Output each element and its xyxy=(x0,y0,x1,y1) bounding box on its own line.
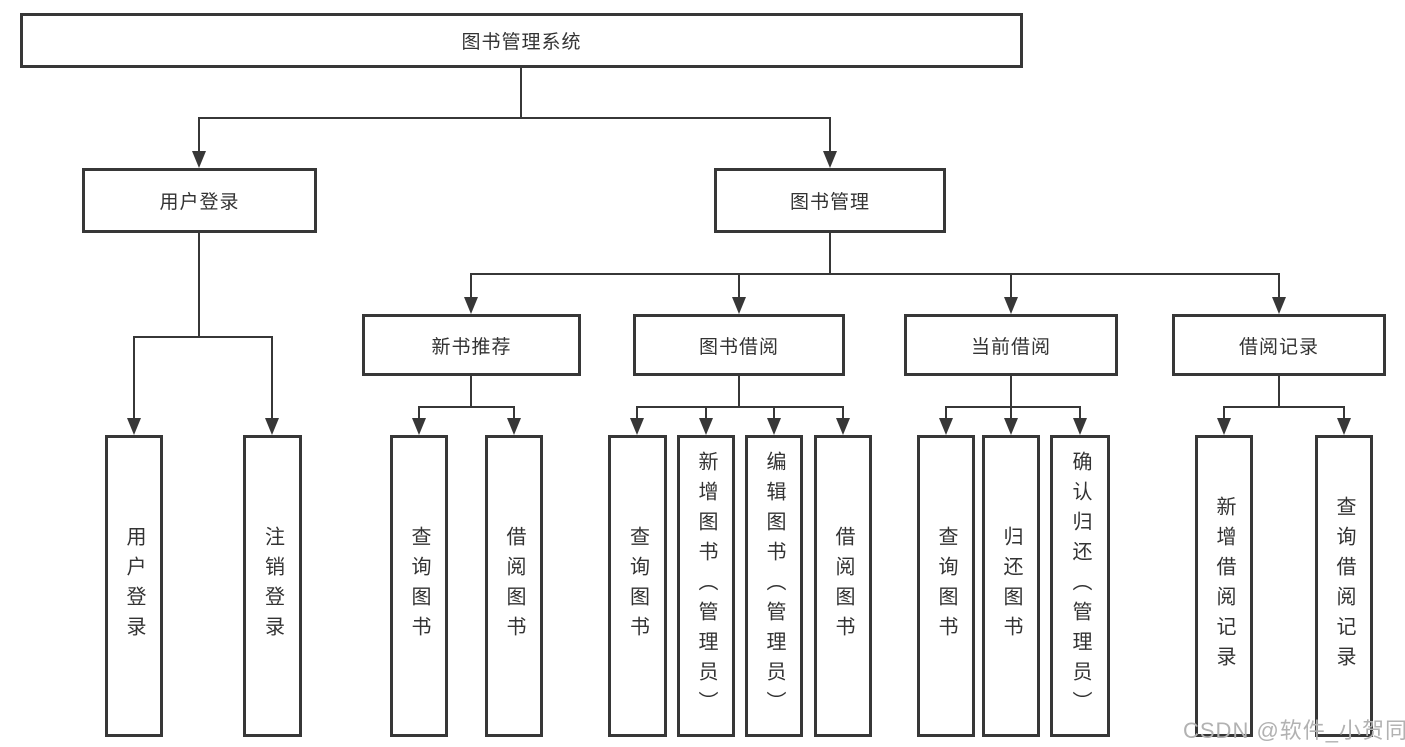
leaf-edit-books-admin: 编辑图书（管理员） xyxy=(745,435,803,737)
node-label: 图书借阅 xyxy=(698,336,779,358)
node-borrowing-records: 借阅记录 xyxy=(1172,314,1386,376)
connector-line xyxy=(513,406,515,422)
arrowhead-down-icon xyxy=(1004,297,1018,314)
node-label: 用户登录 xyxy=(123,526,145,646)
connector-line xyxy=(133,336,273,338)
connector-line xyxy=(1079,406,1081,422)
connector-line xyxy=(470,273,472,301)
node-new-book-recommendation: 新书推荐 xyxy=(362,314,581,376)
node-label: 归还图书 xyxy=(1000,526,1022,646)
leaf-logout: 注销登录 xyxy=(243,435,302,737)
connector-line xyxy=(198,233,200,337)
node-label: 借阅图书 xyxy=(832,526,854,646)
node-label: 借阅图书 xyxy=(503,526,525,646)
csdn-watermark: CSDN @软件_小贺同学 xyxy=(1183,718,1405,743)
connector-line xyxy=(842,406,844,422)
node-label: 查询图书 xyxy=(935,526,957,646)
connector-line xyxy=(636,406,844,408)
node-label: 用户登录 xyxy=(159,192,240,213)
node-library-management-system: 图书管理系统 xyxy=(20,13,1023,68)
node-label: 编辑图书（管理员） xyxy=(763,451,785,721)
connector-line xyxy=(418,406,420,422)
connector-line xyxy=(470,376,472,407)
connector-line xyxy=(1343,406,1345,422)
node-label: 查询借阅记录 xyxy=(1333,496,1355,676)
connector-line xyxy=(1010,406,1012,422)
connector-line xyxy=(738,273,740,301)
node-label: 新增借阅记录 xyxy=(1213,496,1235,676)
node-book-management: 图书管理 xyxy=(714,168,946,233)
connector-line xyxy=(636,406,638,422)
node-label: 图书管理 xyxy=(789,192,870,213)
node-label: 图书管理系统 xyxy=(461,32,582,53)
leaf-borrow-books: 借阅图书 xyxy=(814,435,872,737)
node-label: 新增图书（管理员） xyxy=(695,451,717,721)
arrowhead-down-icon xyxy=(1073,418,1087,435)
connector-line xyxy=(945,406,947,422)
connector-line xyxy=(133,336,135,421)
arrowhead-down-icon xyxy=(732,297,746,314)
arrowhead-down-icon xyxy=(1217,418,1231,435)
node-book-borrowing: 图书借阅 xyxy=(633,314,845,376)
leaf-confirm-return-admin: 确认归还（管理员） xyxy=(1050,435,1110,737)
arrowhead-down-icon xyxy=(412,418,426,435)
arrowhead-down-icon xyxy=(265,418,279,435)
node-label: 查询图书 xyxy=(626,526,649,646)
connector-line xyxy=(705,406,707,422)
connector-line xyxy=(829,117,831,154)
connector-line xyxy=(945,406,1081,408)
leaf-add-borrow-record: 新增借阅记录 xyxy=(1195,435,1253,737)
connector-line xyxy=(520,68,522,118)
leaf-return-books: 归还图书 xyxy=(982,435,1040,737)
node-label: 当前借阅 xyxy=(970,336,1051,358)
connector-line xyxy=(829,233,831,274)
node-user-login: 用户登录 xyxy=(82,168,317,233)
arrowhead-down-icon xyxy=(767,418,781,435)
arrowhead-down-icon xyxy=(507,418,521,435)
connector-line xyxy=(198,117,200,154)
leaf-query-books-recommend: 查询图书 xyxy=(390,435,448,737)
connector-line xyxy=(1278,273,1280,301)
arrowhead-down-icon xyxy=(836,418,850,435)
connector-line xyxy=(418,406,515,408)
node-label: 借阅记录 xyxy=(1238,336,1319,358)
node-label: 确认归还（管理员） xyxy=(1069,451,1091,721)
arrowhead-down-icon xyxy=(1004,418,1018,435)
node-label: 查询图书 xyxy=(408,526,430,646)
connector-line xyxy=(1010,273,1012,301)
leaf-query-books-current: 查询图书 xyxy=(917,435,975,737)
leaf-borrow-books-recommend: 借阅图书 xyxy=(485,435,543,737)
node-label: 新书推荐 xyxy=(431,336,512,358)
arrowhead-down-icon xyxy=(1272,297,1286,314)
arrowhead-down-icon xyxy=(699,418,713,435)
connector-line xyxy=(1223,406,1345,408)
connector-line xyxy=(271,336,273,421)
node-current-borrowing: 当前借阅 xyxy=(904,314,1118,376)
arrowhead-down-icon xyxy=(192,151,206,168)
leaf-query-borrow-record: 查询借阅记录 xyxy=(1315,435,1373,737)
connector-line xyxy=(1223,406,1225,422)
arrowhead-down-icon xyxy=(823,151,837,168)
node-label: 注销登录 xyxy=(261,526,284,646)
arrowhead-down-icon xyxy=(464,297,478,314)
connector-line xyxy=(470,273,1280,275)
connector-line xyxy=(738,376,740,407)
connector-line xyxy=(773,406,775,422)
leaf-query-books-borrowing: 查询图书 xyxy=(608,435,667,737)
arrowhead-down-icon xyxy=(1337,418,1351,435)
connector-line xyxy=(1278,376,1280,407)
arrowhead-down-icon xyxy=(127,418,141,435)
connector-line xyxy=(198,117,831,119)
leaf-user-login: 用户登录 xyxy=(105,435,163,737)
leaf-add-books-admin: 新增图书（管理员） xyxy=(677,435,735,737)
arrowhead-down-icon xyxy=(939,418,953,435)
arrowhead-down-icon xyxy=(630,418,644,435)
connector-line xyxy=(1010,376,1012,407)
